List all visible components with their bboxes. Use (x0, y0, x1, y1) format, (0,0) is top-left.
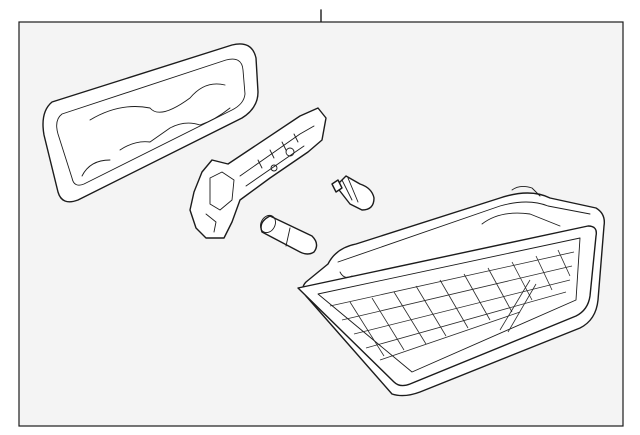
circuit-board-icon (189, 107, 327, 239)
bulb-icon (331, 175, 375, 211)
tail-lamp-icon (297, 185, 606, 397)
bulb-icon (260, 214, 318, 255)
lamp-gasket-icon (42, 43, 259, 203)
